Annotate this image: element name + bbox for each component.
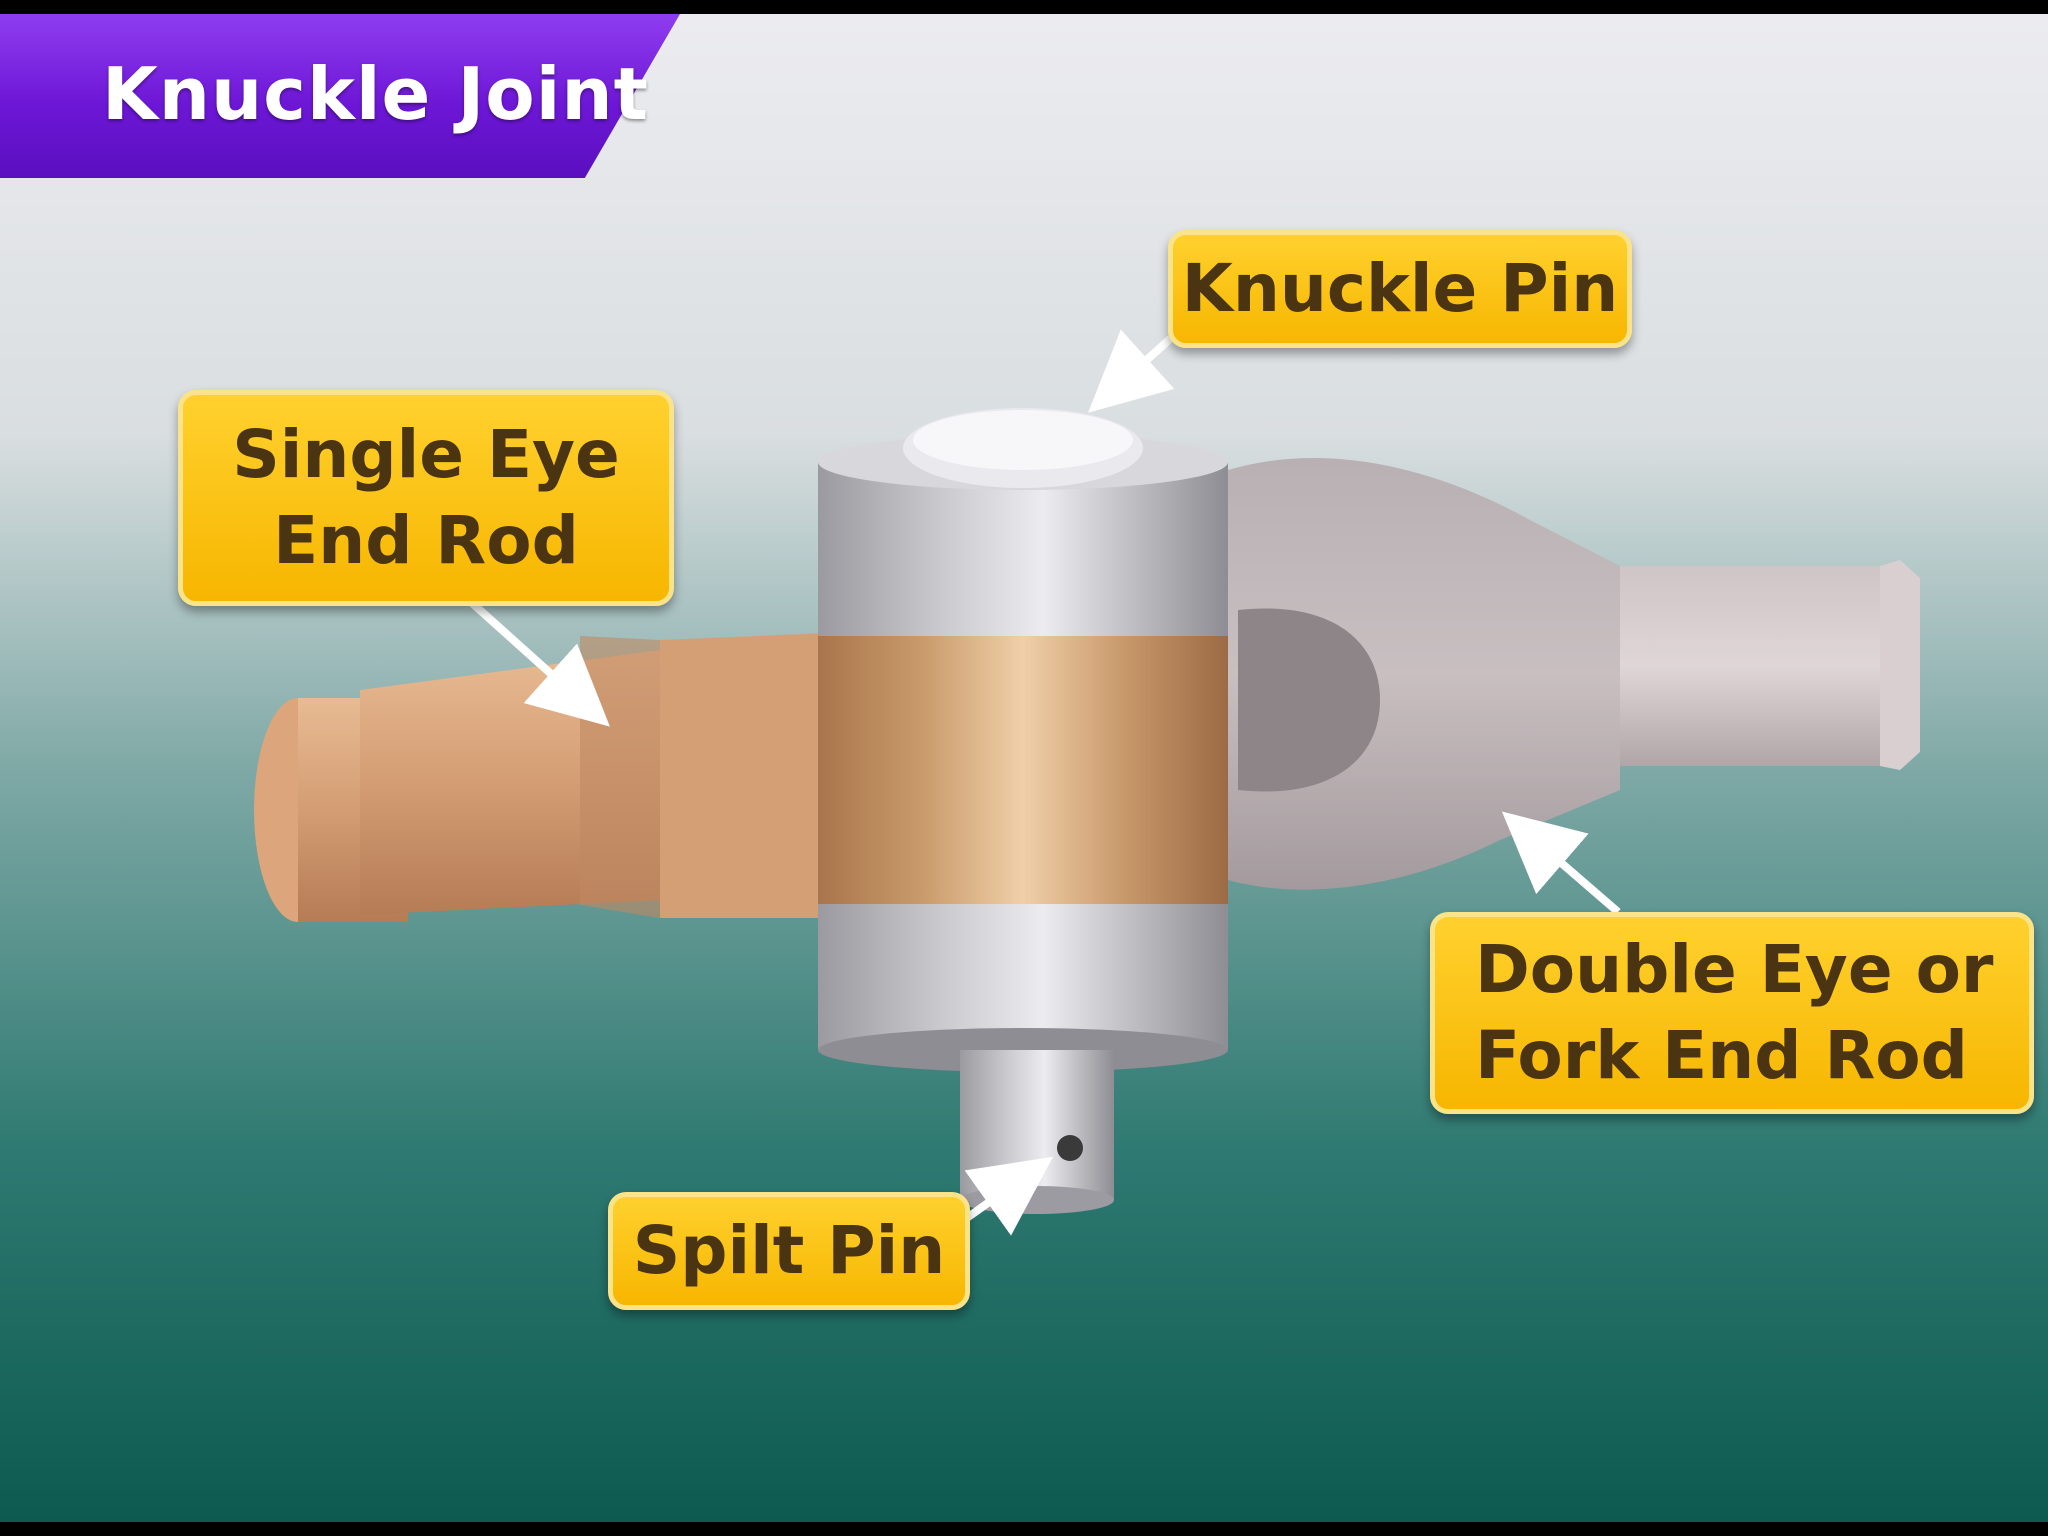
- label-knuckle-pin-line-1: Knuckle Pin: [1181, 250, 1619, 327]
- title-banner: [0, 14, 680, 178]
- arrow-double-eye: [1501, 811, 1621, 916]
- label-knuckle-pin: Knuckle Pin: [1168, 230, 1632, 348]
- split-pin-hole: [1057, 1135, 1083, 1161]
- page-title: Knuckle Joint: [102, 52, 650, 136]
- knuckle-pin-shank: [960, 1050, 1114, 1214]
- label-split-pin: Spilt Pin: [608, 1192, 970, 1310]
- label-split-pin-line-1: Spilt Pin: [632, 1212, 946, 1289]
- fork-end-rod: [1228, 458, 1920, 890]
- arrow-single-eye: [459, 591, 610, 727]
- arrow-split-pin: [961, 1156, 1054, 1236]
- label-double-eye-fork-end-rod: Double Eye or Fork End Rod: [1430, 912, 2034, 1114]
- label-single-eye-line-2: End Rod: [273, 502, 579, 579]
- knuckle-pin-head: [903, 408, 1143, 488]
- single-eye-boss: [818, 636, 1228, 908]
- arrow-knuckle-pin: [1088, 327, 1183, 413]
- fork-lower-eye: [818, 904, 1228, 1072]
- label-double-eye-line-2: Fork End Rod: [1475, 1017, 1968, 1094]
- label-single-eye-line-1: Single Eye: [232, 416, 620, 493]
- label-double-eye-line-1: Double Eye or: [1475, 931, 1994, 1008]
- label-single-eye-end-rod: Single Eye End Rod: [178, 390, 674, 606]
